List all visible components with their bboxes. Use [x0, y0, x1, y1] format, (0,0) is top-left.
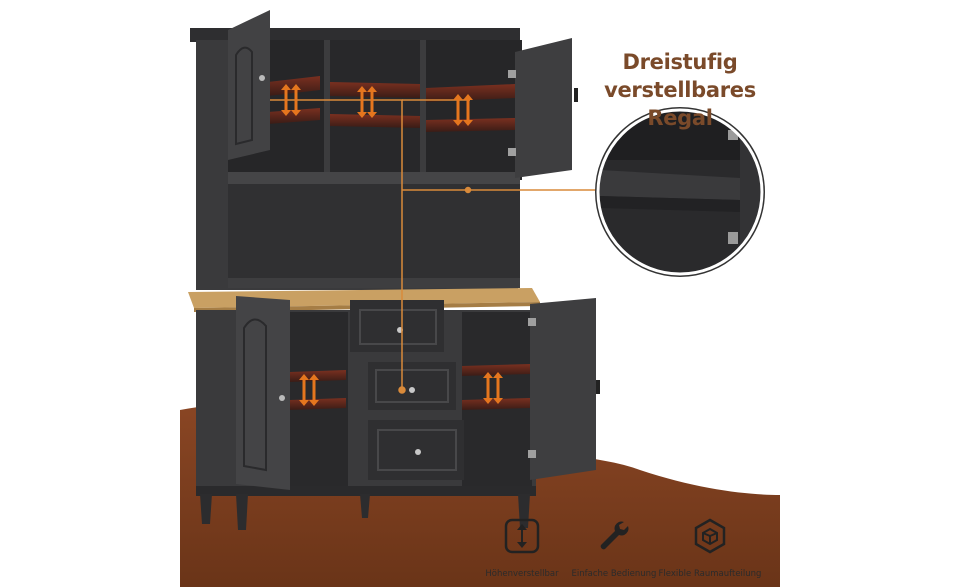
headline-line-2: verstellbares Regal — [604, 78, 756, 130]
feature-label: Höhenverstellbar — [485, 569, 559, 579]
feature-flexible-space: Flexible Raumaufteilung — [650, 518, 770, 579]
feature-easy-operation: Einfache Bedienung — [554, 518, 674, 579]
lower-right-door — [528, 298, 600, 480]
upper-left-door — [228, 10, 270, 160]
height-adjust-icon — [504, 518, 540, 554]
upper-right-door — [508, 38, 578, 178]
feature-height-adjustable: Höhenverstellbar — [462, 518, 582, 579]
headline: Dreistufig verstellbares Regal — [580, 48, 780, 132]
height-arrows — [281, 84, 503, 406]
wrench-icon — [600, 521, 629, 550]
cube-space-icon — [694, 518, 726, 554]
lower-left-door — [236, 296, 290, 490]
feature-label: Einfache Bedienung — [571, 569, 657, 579]
upper-cabinet — [190, 28, 522, 290]
feature-label: Flexible Raumaufteilung — [658, 569, 762, 579]
headline-line-1: Dreistufig — [622, 50, 738, 74]
callout-lines — [270, 99, 600, 394]
